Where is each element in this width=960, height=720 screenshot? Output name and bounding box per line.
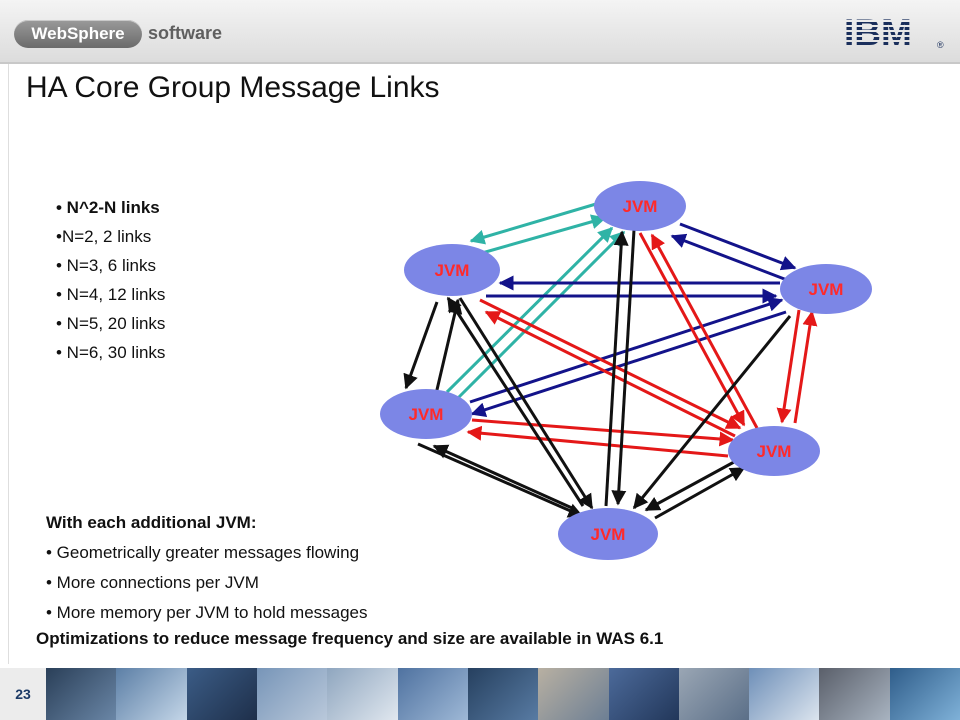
jvm-node-label: JVM — [623, 197, 658, 216]
websphere-brand: WebSphere software — [6, 12, 246, 54]
footer-tile — [749, 668, 820, 720]
jvm-node-top: JVM — [594, 181, 686, 231]
links-formula: • N^2-N links — [56, 198, 160, 217]
websphere-logo: WebSphere — [14, 20, 142, 48]
link-arrow — [458, 297, 594, 510]
jvm-node-upper-left: JVM — [404, 244, 500, 296]
link-arrow — [432, 444, 573, 510]
list-item: • More memory per JVM to hold messages — [46, 603, 368, 622]
link-arrow — [469, 202, 597, 245]
link-arrow — [670, 233, 788, 282]
footer-tile — [889, 668, 960, 720]
additional-heading: With each additional JVM: — [46, 513, 257, 532]
footer-tile — [538, 668, 609, 720]
ibm-logo: IBM ® — [844, 12, 944, 52]
footer-tile — [467, 668, 539, 720]
left-rule — [8, 64, 9, 664]
software-label: software — [148, 23, 223, 43]
links-list: • N^2-N links •N=2, 2 links • N=3, 6 lin… — [56, 193, 165, 367]
link-arrow — [611, 229, 636, 506]
list-item: • N=5, 20 links — [56, 314, 166, 333]
link-arrow — [471, 418, 735, 447]
jvm-node-upper-right: JVM — [780, 264, 872, 314]
footer-tile — [186, 668, 257, 720]
link-arrow — [604, 230, 629, 507]
list-item: • N=4, 12 links — [56, 285, 166, 304]
footer-tile — [819, 668, 890, 720]
footer-tile — [397, 668, 468, 720]
link-arrow — [484, 310, 736, 438]
footer-tile — [608, 668, 679, 720]
link-arrow — [793, 310, 818, 424]
link-arrow — [654, 466, 746, 520]
link-arrow — [679, 222, 797, 271]
slide-number: 23 — [0, 668, 46, 720]
list-item: • N=6, 30 links — [56, 343, 166, 362]
link-arrow — [776, 309, 801, 424]
jvm-node-label: JVM — [591, 525, 626, 544]
jvm-node-label: JVM — [809, 280, 844, 299]
link-arrow — [456, 230, 626, 400]
additional-jvm-notes: With each additional JVM: • Geometricall… — [46, 508, 368, 628]
page-title: HA Core Group Message Links — [26, 71, 440, 104]
link-arrow — [446, 296, 585, 507]
link-arrow — [434, 298, 463, 395]
link-arrow — [445, 226, 614, 394]
jvm-node-lower-left: JVM — [380, 389, 472, 439]
link-arrow — [650, 233, 759, 429]
header-bar: WebSphere software IBM ® — [0, 0, 960, 62]
footer-tile — [327, 668, 398, 720]
jvm-node-lower-right: JVM — [728, 426, 820, 476]
footer-image-strip: 23 — [0, 668, 960, 720]
link-arrow — [644, 460, 735, 512]
list-item: • N=3, 6 links — [56, 256, 156, 275]
link-arrow — [470, 310, 787, 417]
list-item: • Geometrically greater messages flowing — [46, 543, 360, 562]
jvm-node-label: JVM — [409, 405, 444, 424]
footer-tile — [46, 668, 117, 720]
header-divider — [0, 62, 960, 64]
link-arrow — [632, 315, 792, 510]
link-arrow — [481, 214, 607, 255]
footer-tile — [678, 668, 750, 720]
jvm-node-label: JVM — [435, 261, 470, 280]
footer-tile — [116, 668, 187, 720]
jvm-node-bottom: JVM — [558, 508, 658, 560]
jvm-node-label: JVM — [757, 442, 792, 461]
link-arrow — [479, 298, 742, 430]
svg-text:IBM: IBM — [844, 12, 912, 52]
list-item: •N=2, 2 links — [56, 227, 152, 246]
link-arrow — [466, 425, 729, 458]
list-item: • More connections per JVM — [46, 573, 259, 592]
optimizations-note: Optimizations to reduce message frequenc… — [36, 629, 664, 648]
link-arrow — [403, 301, 439, 390]
svg-text:®: ® — [937, 40, 944, 50]
footer-tile — [256, 668, 328, 720]
